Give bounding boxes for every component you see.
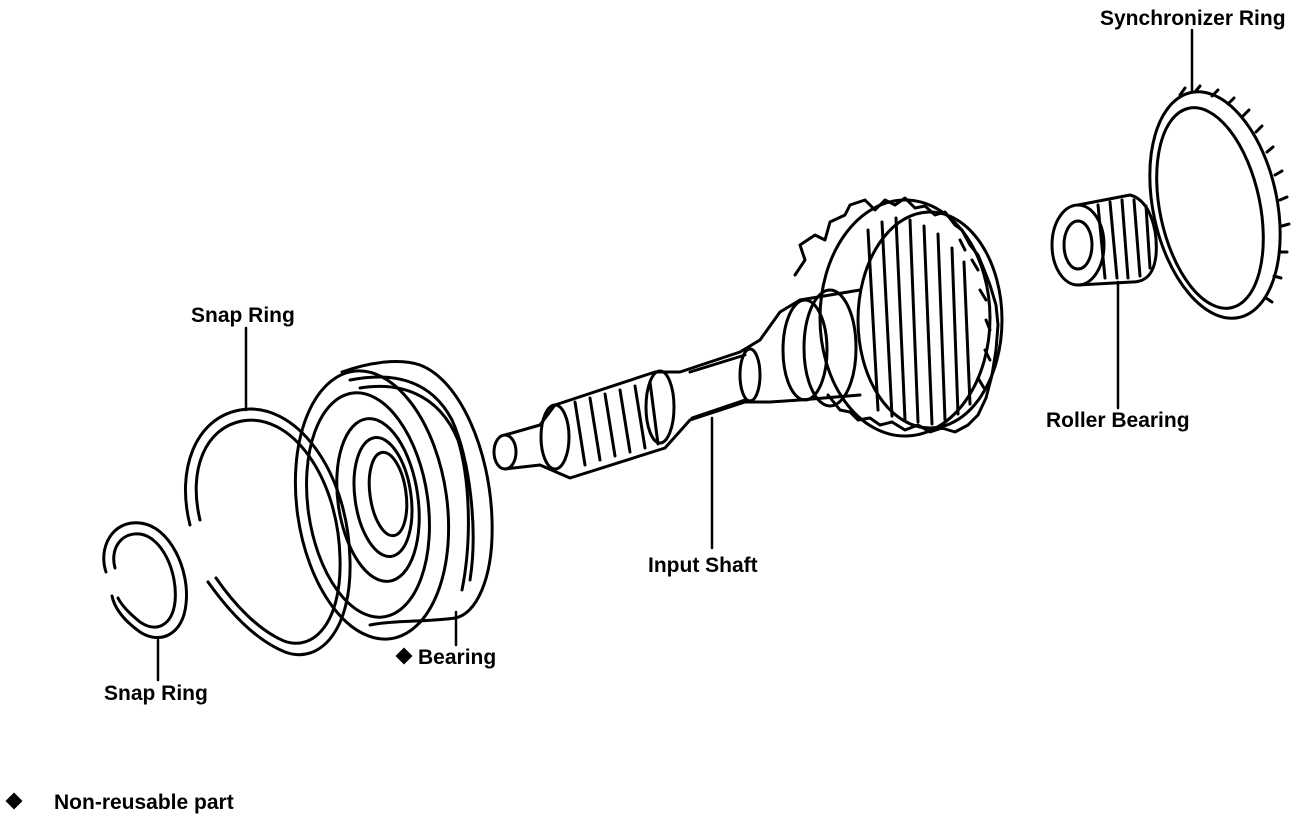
label-roller-bearing: Roller Bearing	[1046, 409, 1190, 432]
label-input-shaft: Input Shaft	[648, 554, 758, 577]
input-shaft	[492, 288, 862, 480]
synchronizer-ring	[1148, 84, 1291, 320]
input-gear	[793, 196, 1004, 438]
leader-lines	[156, 28, 1194, 682]
roller-bearing	[1050, 193, 1158, 287]
label-snap-ring-lower: Snap Ring	[104, 682, 208, 705]
label-bearing-text: Bearing	[418, 646, 497, 669]
snap-ring-large	[183, 407, 352, 657]
non-reusable-diamond-icon	[395, 647, 413, 665]
legend-text: Non-reusable part	[54, 791, 234, 814]
snap-ring-small	[102, 521, 189, 639]
label-snap-ring-upper: Snap Ring	[191, 304, 295, 327]
label-bearing: Bearing	[395, 646, 497, 669]
legend: Non-reusable part	[5, 791, 234, 814]
label-synchronizer-ring: Synchronizer Ring	[1100, 7, 1286, 30]
legend-diamond-icon	[5, 792, 23, 810]
ball-bearing	[293, 360, 494, 641]
